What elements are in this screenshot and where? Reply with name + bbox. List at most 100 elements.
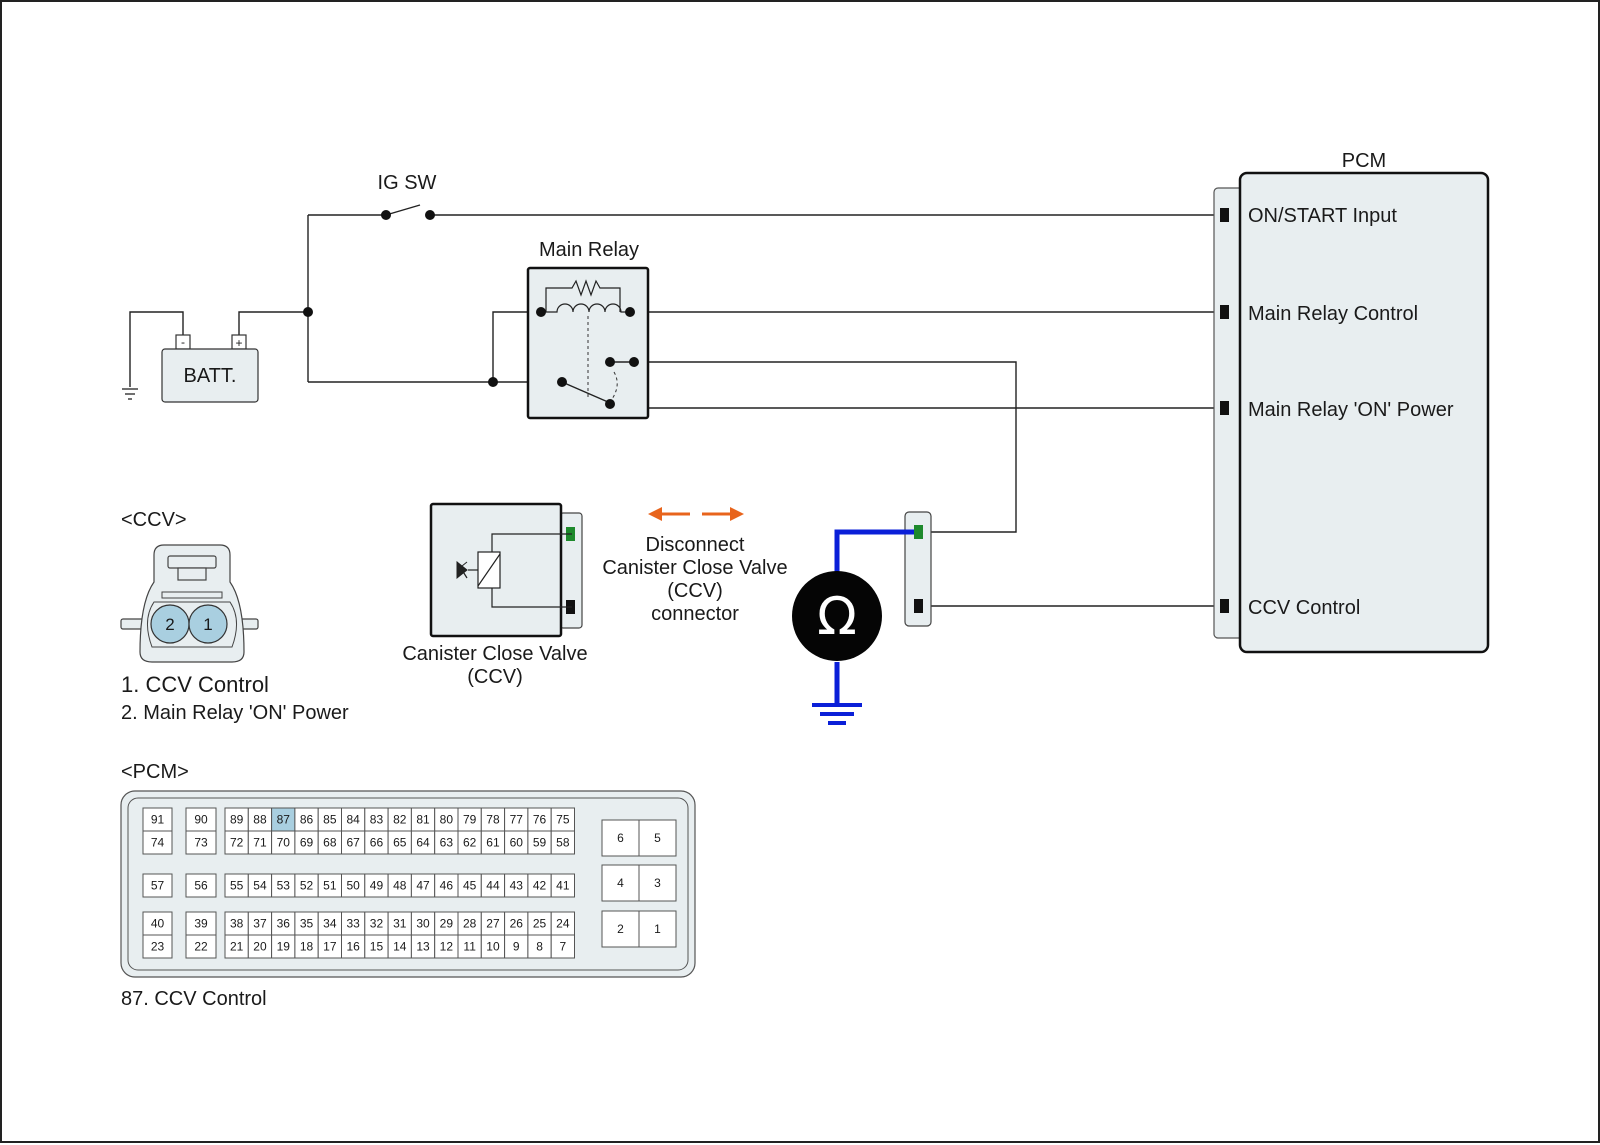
pcm-pin-label: 88 xyxy=(253,813,267,827)
pcm-pin-label: 81 xyxy=(416,813,430,827)
battery-minus-label: - xyxy=(181,335,185,349)
pcm-pin-label: 46 xyxy=(440,879,454,893)
pcm-pin-label: 83 xyxy=(370,813,384,827)
pcm-pin-label: 35 xyxy=(300,917,314,931)
battery-ground-wire xyxy=(129,311,184,387)
battery-positive-wire xyxy=(238,311,308,342)
pcm-pin-label: 85 xyxy=(323,813,337,827)
pcm-pin-label: 24 xyxy=(556,917,570,931)
pcm-pin-label: 13 xyxy=(416,940,430,954)
pcm-pin-label: 63 xyxy=(440,836,454,850)
pcm-pin xyxy=(601,819,640,857)
pcm-pin-label: 32 xyxy=(370,917,384,931)
pcm-pin-label: 9 xyxy=(513,940,520,954)
pcm-pin-label: 41 xyxy=(556,879,570,893)
pcm-pin-label: 17 xyxy=(323,940,337,954)
pcm-pin-label: 12 xyxy=(440,940,454,954)
ccv-legend-1: 1. CCV Control xyxy=(121,672,269,697)
pcm-connector-title: <PCM> xyxy=(121,761,189,783)
disconnect-arrows xyxy=(648,507,744,521)
pcm-pin-label: 34 xyxy=(323,917,337,931)
ignition-switch: IG SW xyxy=(378,172,437,220)
pcm-pin-label: 61 xyxy=(486,836,500,850)
disconnect-line-4: connector xyxy=(651,603,739,625)
pcm-pin-label: 33 xyxy=(346,917,360,931)
pcm-pin-label: 10 xyxy=(486,940,500,954)
main-relay: Main Relay xyxy=(526,239,650,420)
pcm-pin xyxy=(142,873,173,898)
pcm-pin-label: 72 xyxy=(230,836,244,850)
battery-label: BATT. xyxy=(184,365,237,387)
pcm-pin-label: 84 xyxy=(346,813,360,827)
ccv-connector-pin-2: 2 xyxy=(165,615,174,634)
pcm-pin xyxy=(601,864,640,902)
pcm-pin-label: 26 xyxy=(510,917,524,931)
ccv-connector-body: 2 1 xyxy=(120,544,259,663)
pcm-pin-label: 89 xyxy=(230,813,244,827)
pcm-pin-label: 75 xyxy=(556,813,570,827)
pcm-pin-label: 55 xyxy=(230,879,244,893)
pcm-pin-label: 70 xyxy=(277,836,291,850)
pcm-pin-label: 14 xyxy=(393,940,407,954)
pcm-pin-label: 60 xyxy=(510,836,524,850)
relay-coil-feed-wire xyxy=(492,311,541,382)
pcm-pin-label: 18 xyxy=(300,940,314,954)
pcm-pin xyxy=(550,934,576,959)
pcm-pin xyxy=(185,830,217,855)
pcm-pin-label: 21 xyxy=(230,940,244,954)
pcm-pin-label: 44 xyxy=(486,879,500,893)
pcm-pin-label: 54 xyxy=(253,879,267,893)
pcm-pin-label: 78 xyxy=(486,813,500,827)
pcm-pin-label: 29 xyxy=(440,917,454,931)
pcm-connector-caption: 87. CCV Control xyxy=(121,988,267,1010)
disconnect-line-2: Canister Close Valve xyxy=(602,557,787,579)
pcm-pin xyxy=(142,934,173,959)
pcm-pin-label: 40 xyxy=(151,917,165,931)
ccv-part: Canister Close Valve (CCV) xyxy=(402,502,588,688)
pcm-pin-label: 1 xyxy=(654,922,661,936)
pcm-pin xyxy=(638,910,677,948)
junction-dots xyxy=(303,307,498,387)
pcm-pin-label: 7 xyxy=(560,940,567,954)
pcm-pin-label: 45 xyxy=(463,879,477,893)
pcm-pin-label: 11 xyxy=(463,940,476,954)
pcm-pin-label: 48 xyxy=(393,879,407,893)
pcm-pin xyxy=(142,830,173,855)
pcm-pin-label: 79 xyxy=(463,813,477,827)
pcm-pin-label: 23 xyxy=(151,940,165,954)
pcm-pin-label: 16 xyxy=(346,940,360,954)
pcm-pin-label: 43 xyxy=(510,879,524,893)
battery-plus-label: + xyxy=(235,336,242,350)
pcm-pin xyxy=(185,873,217,898)
pcm-pin xyxy=(550,830,576,855)
pcm-pin-label: 5 xyxy=(654,831,661,845)
junction-dot xyxy=(488,377,498,387)
pcm-pin-label: 65 xyxy=(393,836,407,850)
pcm-pin-label: 77 xyxy=(510,813,524,827)
ccv-part-label-line2: (CCV) xyxy=(467,666,523,688)
pcm-pin-label: 91 xyxy=(151,813,165,827)
pcm-pin-label: 38 xyxy=(230,917,244,931)
pcm-pin-label: 47 xyxy=(416,879,430,893)
pcm-pin-label: 82 xyxy=(393,813,407,827)
ig-sw-label: IG SW xyxy=(378,172,437,194)
pcm-pin-label: 19 xyxy=(277,940,291,954)
pcm-pin-label: 68 xyxy=(323,836,337,850)
pcm-pin-label: 27 xyxy=(486,917,500,931)
pcm-pin-label: 67 xyxy=(346,836,360,850)
pcm-pin xyxy=(185,934,217,959)
pcm-pin-label: 3 xyxy=(654,876,661,890)
pcm-pin-label: 39 xyxy=(194,917,208,931)
ccv-power-wire xyxy=(634,361,1017,533)
disconnect-annotation: Disconnect Canister Close Valve (CCV) co… xyxy=(602,507,788,625)
pcm-pin-label: 20 xyxy=(253,940,267,954)
pcm-pin-label: 86 xyxy=(300,813,314,827)
ohm-icon: Ω xyxy=(817,587,857,647)
ccv-legend-2: 2. Main Relay 'ON' Power xyxy=(121,702,349,724)
pcm-pin-label: 53 xyxy=(277,879,291,893)
pcm-pin-label: 62 xyxy=(463,836,477,850)
pcm-pin-label: 15 xyxy=(370,940,384,954)
pcm-pin-label: 74 xyxy=(151,836,165,850)
pcm-pin-label: 57 xyxy=(151,879,165,893)
